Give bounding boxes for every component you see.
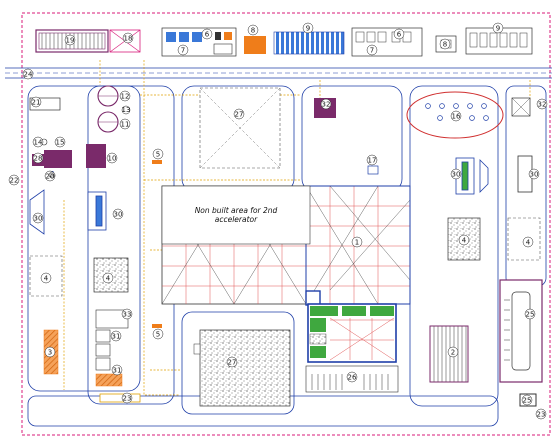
marker-8-a: 8: [251, 27, 255, 35]
marker-20: 20: [46, 173, 55, 181]
marker-4-d: 4: [526, 239, 531, 247]
building-25: [499, 279, 543, 383]
marker-22: 22: [10, 177, 19, 185]
building-4-empty-left: [29, 255, 63, 297]
marker-21: 21: [32, 99, 41, 107]
marker-18: 18: [124, 35, 133, 43]
note-line-1: Non built area for 2nd: [195, 206, 278, 215]
marker-4-b: 4: [106, 275, 111, 283]
marker-1: 1: [355, 239, 359, 247]
marker-29: 29: [49, 173, 55, 178]
marker-7-b: 7: [370, 47, 374, 55]
marker-12: 12: [121, 93, 130, 101]
main-road: [5, 67, 552, 79]
marker-9-a: 9: [306, 25, 310, 33]
marker-33: 33: [123, 311, 132, 319]
marker-17: 17: [368, 157, 377, 165]
marker-6-a: 6: [205, 31, 210, 39]
marker-31-a: 31: [112, 333, 121, 341]
marker-13: 13: [122, 106, 131, 114]
accelerator-hall: Non built area for 2nd accelerator: [161, 185, 411, 306]
marker-32-a: 32: [322, 101, 331, 109]
marker-28: 28: [34, 155, 43, 163]
marker-23-a: 23: [123, 395, 132, 403]
marker-8-b: 8: [443, 41, 447, 49]
marker-30-c: 30: [452, 171, 461, 179]
gate-structures: [29, 155, 533, 235]
marker-5-b: 5: [156, 331, 160, 339]
item-17: [367, 165, 379, 175]
marker-30-b: 30: [114, 211, 123, 219]
marker-23-b: 23: [537, 411, 546, 419]
lab-block: [307, 303, 397, 363]
marker-24: 24: [24, 71, 33, 79]
marker-30-d: 30: [530, 171, 539, 179]
marker-2: 2: [451, 349, 455, 357]
building-4-empty-right: [507, 217, 541, 261]
markers: [8, 22, 548, 420]
marker-15: 15: [56, 139, 65, 147]
marker-19: 19: [66, 37, 75, 45]
marker-25-a: 25: [523, 397, 532, 405]
marker-4-a: 4: [44, 275, 49, 283]
building-16: [406, 91, 504, 139]
marker-30-a: 30: [34, 215, 43, 223]
marker-9-b: 9: [496, 25, 500, 33]
marker-6-b: 6: [397, 31, 402, 39]
building-27: [193, 87, 291, 407]
marker-7-a: 7: [181, 47, 185, 55]
marker-11: 11: [121, 121, 130, 129]
marker-4-c: 4: [462, 237, 467, 245]
marker-32-b: 32: [538, 101, 547, 109]
marker-26: 26: [348, 374, 357, 382]
marker-25-b: 25: [526, 311, 535, 319]
marker-5-a: 5: [156, 151, 160, 159]
marker-labels: 1 2 3 4 4 4 4 5 5 6 6 7 7 8 8 9 9 10 11 …: [10, 25, 547, 419]
marker-16: 16: [452, 113, 461, 121]
marker-31-b: 31: [113, 367, 122, 375]
building-4-stippled-right: [447, 217, 481, 261]
marker-3: 3: [48, 349, 52, 357]
marker-10: 10: [108, 155, 117, 163]
marker-14: 14: [34, 139, 43, 147]
marker-27: 27: [235, 111, 244, 119]
marker-27-b: 27: [228, 359, 237, 367]
top-buildings: [35, 27, 533, 57]
note-line-2: accelerator: [215, 215, 258, 224]
